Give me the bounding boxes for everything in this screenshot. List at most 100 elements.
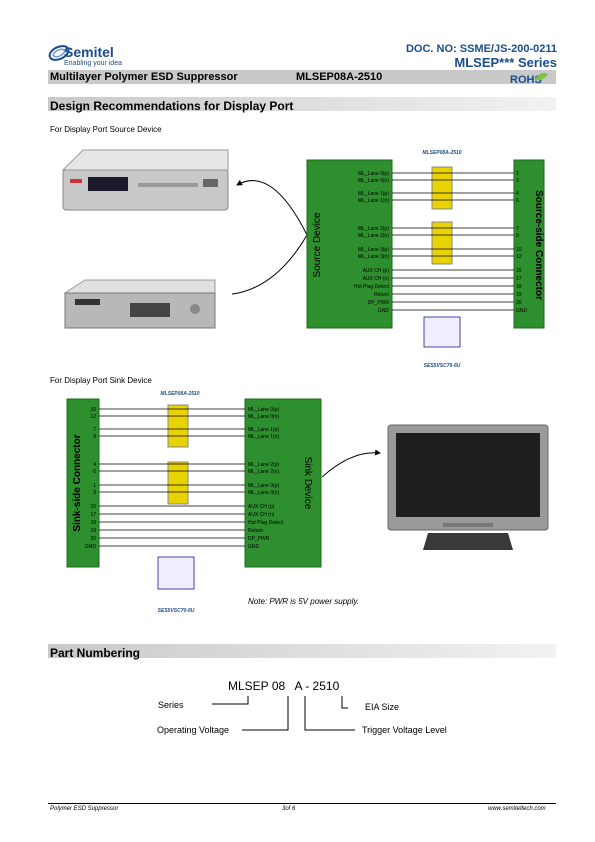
source-pin-label: 4 [516,191,519,197]
source-signal-label: ML_Lane 1(n) [358,198,389,204]
part-number-title: MLSEP08A-2510 [296,71,383,83]
source-signal-label: Hot Plug Detect [354,284,390,290]
doc-number: DOC. NO: SSME/JS-200-0211 [405,43,557,55]
source-pin-label: 17 [516,276,522,282]
title-bar: Multilayer Polymer ESD Suppressor MLSEP0… [48,70,556,86]
source-signal-label: ML_Lane 0(p) [358,171,389,177]
code-series: MLSEP [228,679,269,693]
sink-tvs-label: SES5VSC70-6U [158,608,195,614]
source-device-label: Source Device [312,212,323,277]
code-dash: - [305,679,310,693]
sink-pin-label: 15 [90,504,96,510]
sink-chip-bottom [167,461,189,505]
source-signal-label: Return [374,292,389,298]
sink-circuit-diagram: Sink-side Connector Sink Device MLSEP08A… [66,391,322,614]
source-signal-label: AUX CH (n) [363,276,390,282]
label-operating-voltage: Operating Voltage [157,725,230,735]
product-title: Multilayer Polymer ESD Suppressor [50,71,238,83]
source-pin-label: 12 [516,254,522,260]
source-signal-label: ML_Lane 3(n) [358,254,389,260]
rohs-label: ROHS [510,74,542,86]
source-pin-label: 3 [516,178,519,184]
label-eia-size: EIA Size [365,702,400,712]
sink-pin-label: 9 [93,434,96,440]
sink-signal-label: ML_Lane 2(n) [248,469,279,475]
sink-pin-label: 20 [90,536,96,542]
tv-image [387,424,549,550]
sink-pin-label: 6 [93,469,96,475]
logo-name: Semitel [64,44,114,60]
leaf-icon [534,72,548,81]
source-tvs-chip [423,316,461,348]
sink-pin-label: 18 [90,520,96,526]
section-title: Design Recommendations for Display Port [50,99,294,113]
series-title: MLSEP*** Series [454,55,557,70]
sink-pin-label: 19 [90,528,96,534]
footer-left: Polymer ESD Suppressor [50,806,119,812]
sink-signal-label: ML_Lane 3(n) [248,490,279,496]
code-trigger: A [294,679,302,693]
power-note: Note: PWR is 5V power supply. [248,597,360,606]
source-signal-label: GND [378,308,390,314]
label-trigger-voltage: Trigger Voltage Level [362,725,447,735]
sink-device-label: Sink Device [302,457,313,510]
label-series: Series [158,700,184,710]
sink-signal-label: ML_Lane 1(p) [248,427,279,433]
source-circuit-diagram: Source Device Source-side Connector MLSE… [232,150,545,369]
source-signal-label: ML_Lane 1(p) [358,191,389,197]
sink-signal-label: ML_Lane 0(p) [248,407,279,413]
code-size: 2510 [312,679,340,693]
source-signal-label: ML_Lane 2(p) [358,226,389,232]
source-caption: For Display Port Source Device [50,125,162,134]
semitel-logo-icon [48,45,70,61]
logo: Semitel Enabling your idea [48,40,168,68]
section-heading-display-port: Design Recommendations for Display Port [48,97,556,113]
sink-pin-label: 7 [93,427,96,433]
source-pin-label: 18 [516,284,522,290]
sink-arrow [322,449,381,478]
part-numbering-lines [212,696,355,731]
sink-signal-label: Hot Plug Detect [248,520,284,526]
sink-signal-label: Return [248,528,263,534]
sink-connector-label: Sink-side Connector [72,434,83,531]
section-title-part: Part Numbering [50,646,141,660]
sink-pin-label: 4 [93,462,96,468]
source-pin-label: GND [516,308,528,314]
sink-signal-label: AUX CH (n) [248,512,275,518]
sink-pin-label: 3 [93,490,96,496]
source-chip-top [431,166,453,210]
source-pin-label: 9 [516,233,519,239]
source-chip-bottom [431,221,453,265]
sink-tvs-chip [157,556,195,590]
source-connector-label: Source-side Connector [533,190,544,300]
sink-caption: For Display Port Sink Device [50,376,152,385]
source-pin-label: 10 [516,247,522,253]
sink-signal-label: DP_PWR [248,536,270,542]
sink-signal-label: ML_Lane 3(p) [248,483,279,489]
part-code: MLSEP 08 A - 2510 [228,679,339,693]
source-pin-label: 19 [516,292,522,298]
sink-signal-label: AUX CH (p) [248,504,275,510]
source-tvs-label: SES5VSC70-6U [424,363,461,369]
source-pin-label: 1 [516,171,519,177]
sink-chip-label: MLSEP08A-2510 [160,391,199,397]
source-pin-label: 20 [516,300,522,306]
sink-pin-label: 1 [93,483,96,489]
sink-pin-label: 10 [90,407,96,413]
source-signal-label: ML_Lane 0(n) [358,178,389,184]
sink-pin-label: 12 [90,414,96,420]
source-signal-label: DP_PWR [368,300,390,306]
footer-page: 3of 6 [282,806,296,812]
section-heading-part-numbering: Part Numbering [48,644,556,660]
sink-chip-top [167,404,189,448]
sink-signal-label: ML_Lane 1(n) [248,434,279,440]
code-voltage: 08 [271,679,286,693]
sink-pin-label: GND [85,544,97,550]
source-signal-label: ML_Lane 2(n) [358,233,389,239]
sink-pin-label: 17 [90,512,96,518]
source-pin-label: 6 [516,198,519,204]
dvd-player-image [61,149,229,211]
footer-website: www.semiteltech.com [488,806,546,812]
logo-tagline: Enabling your idea [64,60,122,67]
sink-signal-label: ML_Lane 0(n) [248,414,279,420]
